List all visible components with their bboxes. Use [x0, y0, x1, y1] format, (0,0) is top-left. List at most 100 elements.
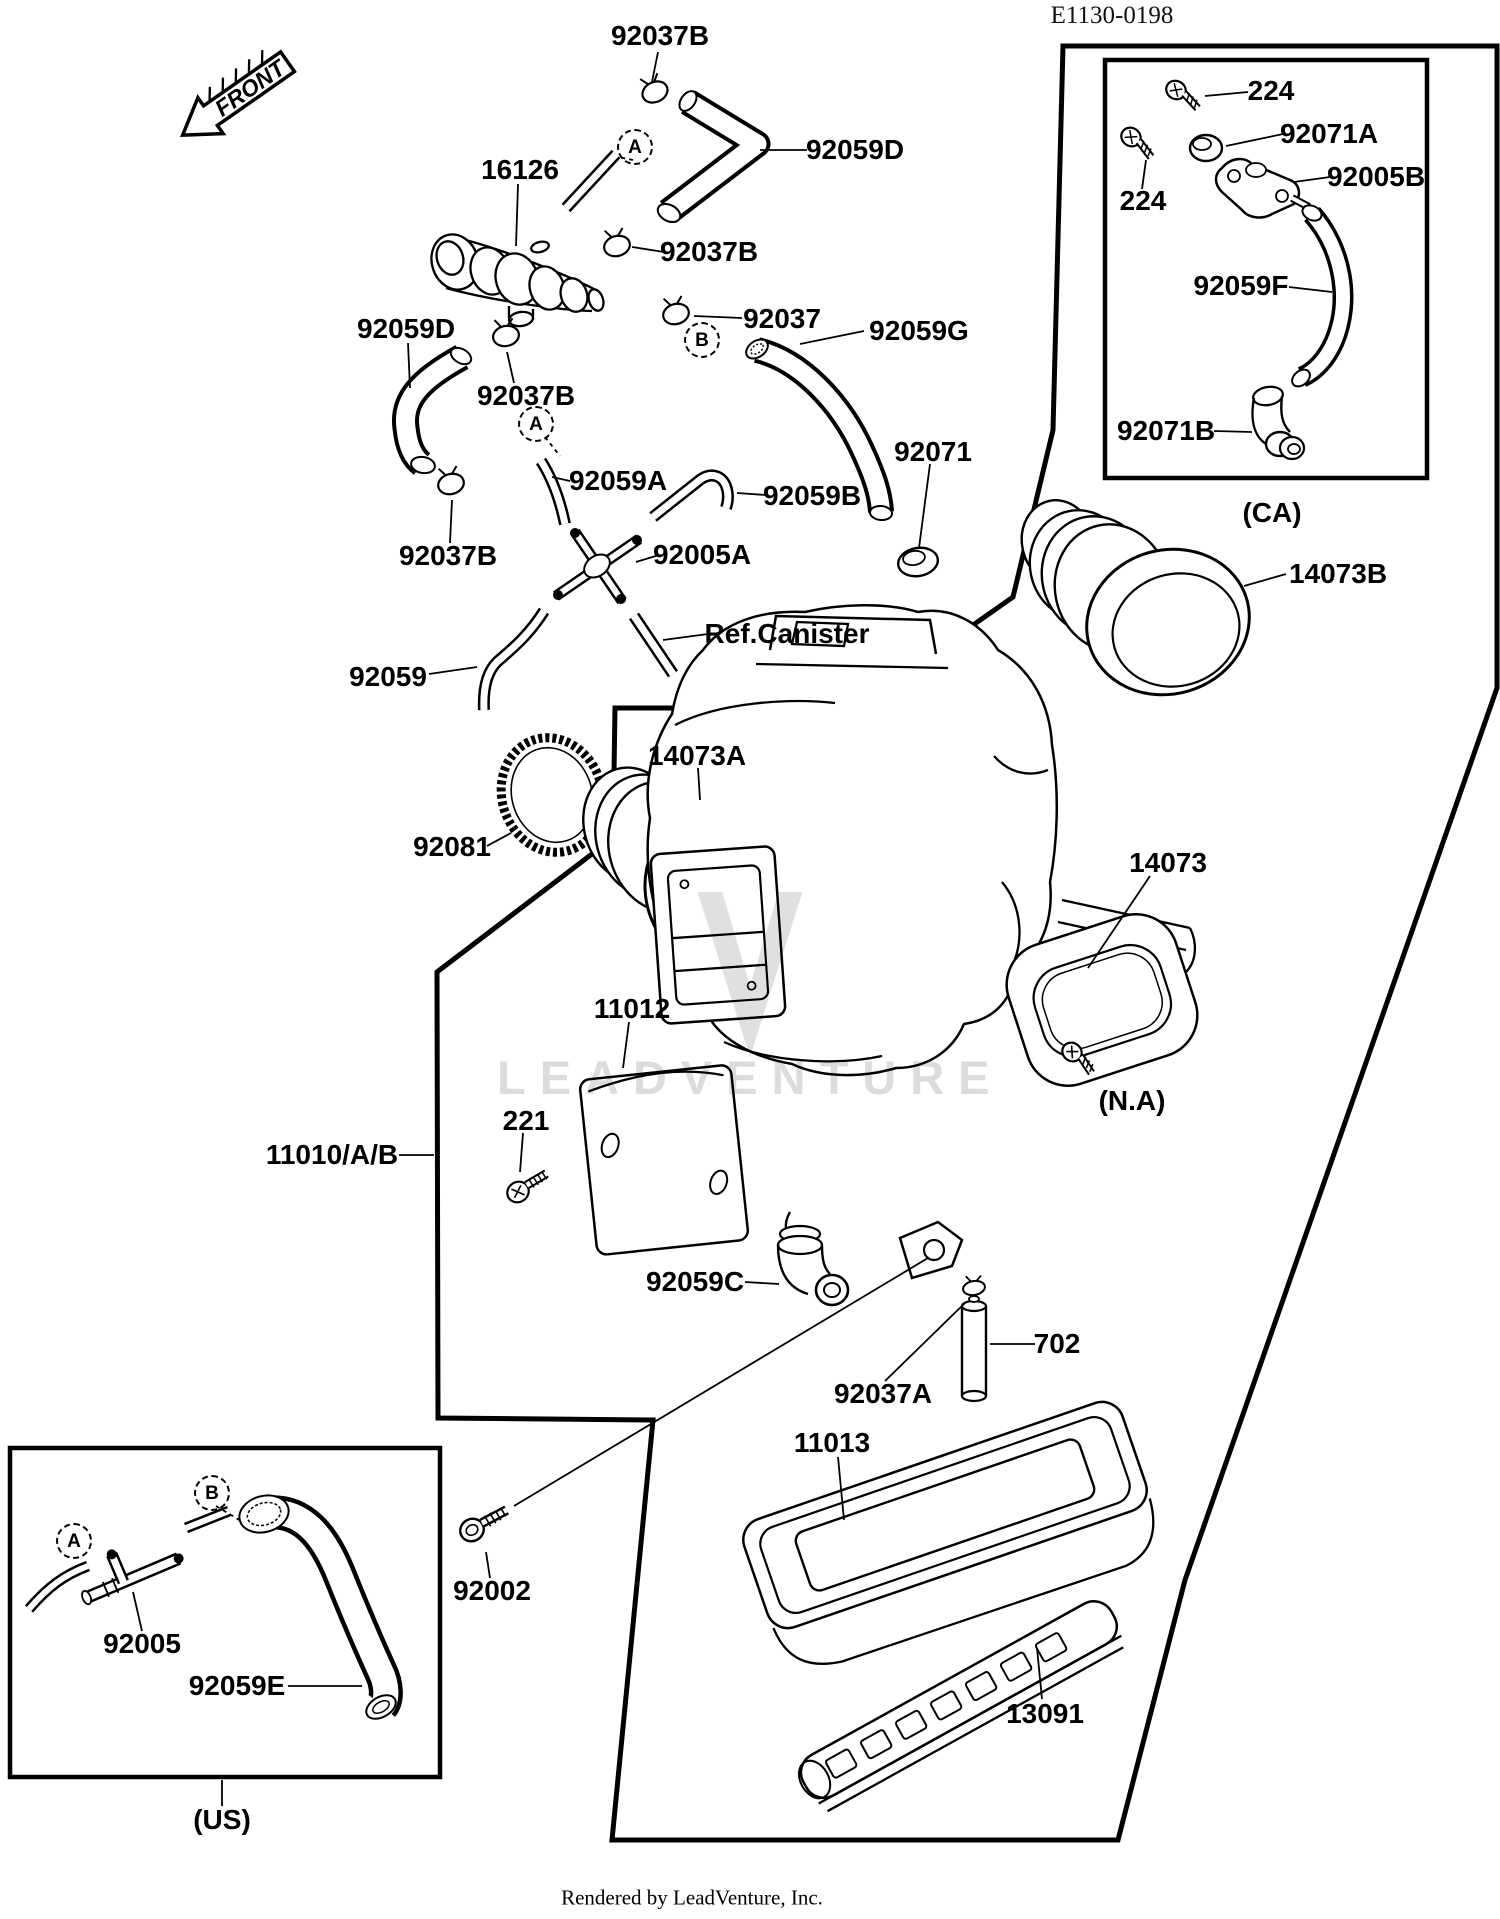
leader-line — [551, 476, 571, 482]
leader-line — [519, 1132, 524, 1173]
leader-line — [799, 330, 865, 345]
leader-line — [631, 246, 665, 253]
cover-14073 — [1005, 913, 1199, 1087]
hose-92059b — [649, 469, 734, 522]
leader-line — [697, 767, 701, 801]
part-label-92059d-2: 92059D — [356, 313, 456, 344]
part-label-14073a: 14073A — [647, 740, 747, 771]
part-label-92037b-3: 92037B — [476, 380, 576, 411]
leader-line — [1225, 133, 1284, 147]
part-label-na: (N.A) — [1098, 1085, 1166, 1116]
part-label-92002: 92002 — [453, 1575, 531, 1606]
screw-221 — [506, 1169, 549, 1204]
leader-line — [506, 351, 515, 384]
leader-lines — [132, 51, 1333, 1806]
leader-line — [1204, 91, 1249, 97]
clamp-92037b-4 — [437, 465, 465, 496]
leader-line — [215, 1505, 242, 1522]
front-arrow: FRONT — [180, 49, 297, 137]
leader-line — [486, 832, 512, 847]
part-label-92037: 92037 — [743, 303, 821, 334]
part-label-14073b: 14073B — [1288, 558, 1388, 589]
part-label-92059d-1: 92059D — [805, 134, 905, 165]
duct-14073b — [1020, 499, 1251, 697]
part-label-92037b-2: 92037B — [659, 236, 759, 267]
screw-14073 — [1061, 1041, 1095, 1076]
part-label-224-2: 224 — [1119, 185, 1167, 216]
part-label-224-1: 224 — [1247, 75, 1295, 106]
elbow-92071b — [1251, 385, 1306, 461]
leader-line — [837, 1456, 845, 1521]
part-label-13091: 13091 — [1006, 1698, 1084, 1729]
clamp-92037b-2 — [603, 227, 631, 258]
tube-702 — [960, 1295, 988, 1403]
grommet-92071a — [1188, 133, 1224, 163]
circle-label-b2: B — [194, 1475, 230, 1511]
part-label-92059e: 92059E — [188, 1670, 286, 1701]
bolt-224-b — [1120, 126, 1155, 160]
leader-line — [132, 1591, 143, 1632]
leader-line — [1293, 176, 1331, 183]
leader-line — [515, 183, 519, 247]
hose-92059d-left — [391, 345, 473, 475]
fitting-92005b — [1214, 157, 1311, 219]
footer-credit: Rendered by LeadVenture, Inc. — [561, 1885, 823, 1910]
part-label-92005: 92005 — [103, 1628, 181, 1659]
part-label-ref-canister: Ref.Canister — [704, 618, 870, 649]
part-label-92037b-4: 92037B — [398, 540, 498, 571]
hose-92059d-top — [656, 90, 771, 224]
part-label-14073: 14073 — [1129, 847, 1207, 878]
circle-label-a1: A — [617, 129, 653, 165]
leader-line — [744, 1281, 780, 1285]
hose-92059a — [535, 457, 571, 526]
leader-line — [449, 499, 453, 544]
part-label-92037b-1: 92037B — [610, 20, 710, 51]
leader-line — [485, 1551, 491, 1579]
part-label-92081: 92081 — [413, 831, 491, 862]
cross-fitting-92005a — [552, 528, 643, 605]
clamp-92037b-top — [639, 72, 669, 104]
leader-line — [693, 315, 743, 319]
bolt-92002 — [459, 1505, 509, 1543]
leader-line — [884, 1301, 967, 1382]
part-label-92059: 92059 — [349, 661, 427, 692]
ca-variant-box — [1102, 57, 1430, 481]
part-label-11012: 11012 — [593, 993, 671, 1024]
hose-valve-top — [561, 149, 621, 213]
part-label-92059a: 92059A — [568, 465, 668, 496]
t-fitting-92005 — [81, 1549, 184, 1606]
part-label-92059b: 92059B — [762, 480, 862, 511]
circle-label-b1: B — [684, 322, 720, 358]
leader-line — [635, 554, 660, 563]
leader-line — [662, 633, 709, 641]
hose-us-left — [24, 1560, 90, 1613]
part-label-ca: (CA) — [1242, 497, 1302, 528]
leader-line — [1087, 875, 1151, 969]
hose-92059 — [477, 607, 550, 711]
part-label-16126: 16126 — [481, 154, 559, 185]
us-variant-box — [7, 1445, 443, 1780]
leader-line — [622, 1021, 630, 1069]
hose-us-mid — [183, 1505, 232, 1534]
leader-line — [736, 492, 767, 496]
filter-11013 — [742, 1400, 1155, 1665]
circle-label-a3: A — [56, 1523, 92, 1559]
part-label-221: 221 — [502, 1105, 550, 1136]
part-label-92071b: 92071B — [1116, 415, 1216, 446]
part-label-92071: 92071 — [894, 436, 972, 467]
part-label-92071a: 92071A — [1279, 118, 1379, 149]
leader-line — [407, 342, 411, 389]
leader-line — [1243, 573, 1287, 587]
hose-ref-canister — [629, 612, 678, 678]
hose-92059g — [745, 337, 894, 522]
leader-line — [918, 463, 931, 549]
valve-16126 — [430, 233, 605, 328]
part-label-702: 702 — [1033, 1328, 1081, 1359]
leader-line — [1036, 1647, 1043, 1700]
grommet-92071 — [896, 546, 940, 578]
leader-line — [1213, 430, 1253, 433]
hose-92059f — [1291, 204, 1354, 388]
part-label-92059g: 92059G — [869, 315, 969, 346]
